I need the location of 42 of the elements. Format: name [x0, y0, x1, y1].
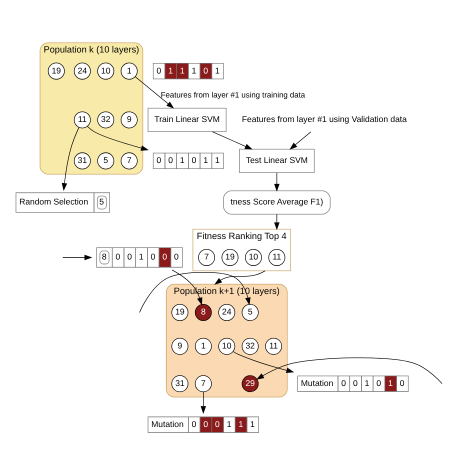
node-circle: 32	[242, 338, 259, 355]
node-circle: 19	[171, 304, 188, 321]
arrow	[200, 392, 206, 414]
node-circle: 19	[48, 62, 65, 80]
node-circle: 9	[120, 111, 138, 128]
arrow	[87, 126, 149, 151]
node-circle: 11	[74, 111, 91, 128]
arrow	[62, 254, 92, 260]
arrow	[232, 351, 294, 373]
node-circle: 7	[194, 375, 212, 392]
node-circle: 7	[120, 152, 138, 170]
node-circle: 5	[242, 304, 259, 321]
node-box: Test Linear SVM	[239, 148, 315, 173]
node-circle: 11	[268, 249, 286, 266]
node-circle: 10	[244, 249, 262, 266]
node-circle: 31	[171, 375, 188, 392]
node-circle: 24	[218, 304, 236, 321]
arrow	[62, 127, 80, 191]
arrow	[134, 76, 174, 109]
node-circle: 19	[222, 249, 238, 266]
arrow	[139, 272, 250, 313]
node-circle: 31	[74, 152, 91, 170]
node-circle: 1	[194, 338, 212, 355]
arrow	[289, 132, 312, 150]
node-circle: 10	[218, 338, 236, 355]
arrow	[212, 131, 253, 150]
node-circle: 7	[198, 249, 216, 266]
node-circle: 11	[265, 338, 282, 355]
node-circle: 8	[194, 304, 212, 321]
node-circle: 9	[171, 338, 188, 355]
node-circle: 5	[97, 152, 114, 170]
node-circle: 1	[120, 62, 138, 80]
node-box: tness Score Average F1)	[223, 190, 331, 215]
node-box: Train Linear SVM	[148, 108, 226, 132]
node-text: Features from layer #1 using Validation data	[242, 114, 407, 124]
node-circle: 24	[74, 62, 91, 80]
arrow	[256, 358, 442, 384]
node-circle: 10	[97, 62, 114, 80]
arrow	[172, 270, 202, 306]
node-circle: 29	[242, 375, 259, 392]
node-circle: 32	[97, 111, 114, 128]
arrow	[274, 172, 280, 192]
